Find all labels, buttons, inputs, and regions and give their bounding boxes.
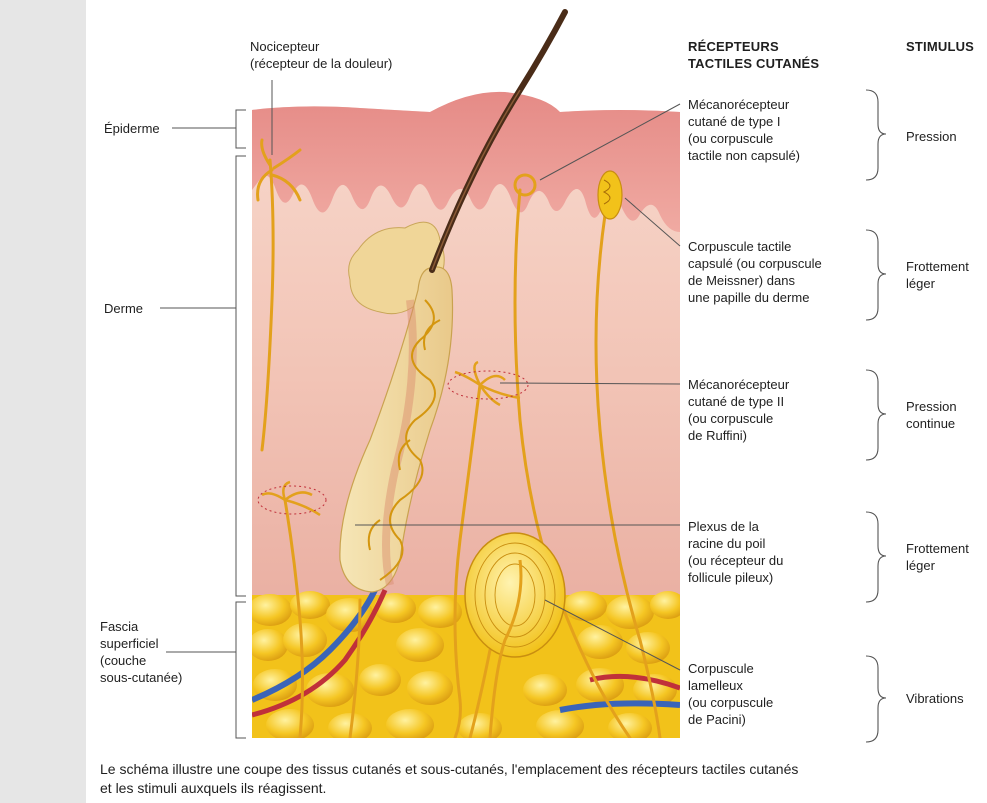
stimulus-label-merkel: Pression: [906, 128, 957, 145]
pacinian-corpuscle: [465, 533, 565, 657]
stimulus-label-meissner: Frottement léger: [906, 258, 969, 292]
receptor-label-pacini: Corpuscule lamelleux (ou corpuscule de P…: [688, 660, 773, 728]
receptor-label-hair-plexus: Plexus de la racine du poil (ou récepteu…: [688, 518, 783, 586]
nocicepteur-label: Nocicepteur (récepteur de la douleur): [250, 38, 392, 72]
stimulus-header: STIMULUS: [906, 38, 974, 55]
stimulus-label-hair-plexus: Frottement léger: [906, 540, 969, 574]
fascia-label: Fascia superficiel (couche sous-cutanée): [100, 618, 182, 686]
receptor-label-merkel: Mécanorécepteur cutané de type I (ou cor…: [688, 96, 800, 164]
derme-bracket: [236, 156, 246, 596]
epiderme-label: Épiderme: [104, 120, 160, 137]
receptor-label-meissner: Corpuscule tactile capsulé (ou corpuscul…: [688, 238, 822, 306]
stimulus-label-pacini: Vibrations: [906, 690, 964, 707]
receptors-header: RÉCEPTEURS TACTILES CUTANÉS: [688, 38, 819, 72]
figure-caption: Le schéma illustre une coupe des tissus …: [100, 760, 980, 798]
fascia-bracket: [236, 602, 246, 738]
stimulus-label-ruffini: Pression continue: [906, 398, 957, 432]
meissner-corpuscle: [598, 171, 622, 219]
epiderme-bracket: [236, 110, 246, 148]
stimulus-braces: [866, 90, 886, 742]
receptor-label-ruffini: Mécanorécepteur cutané de type II (ou co…: [688, 376, 789, 444]
derme-label: Derme: [104, 300, 143, 317]
